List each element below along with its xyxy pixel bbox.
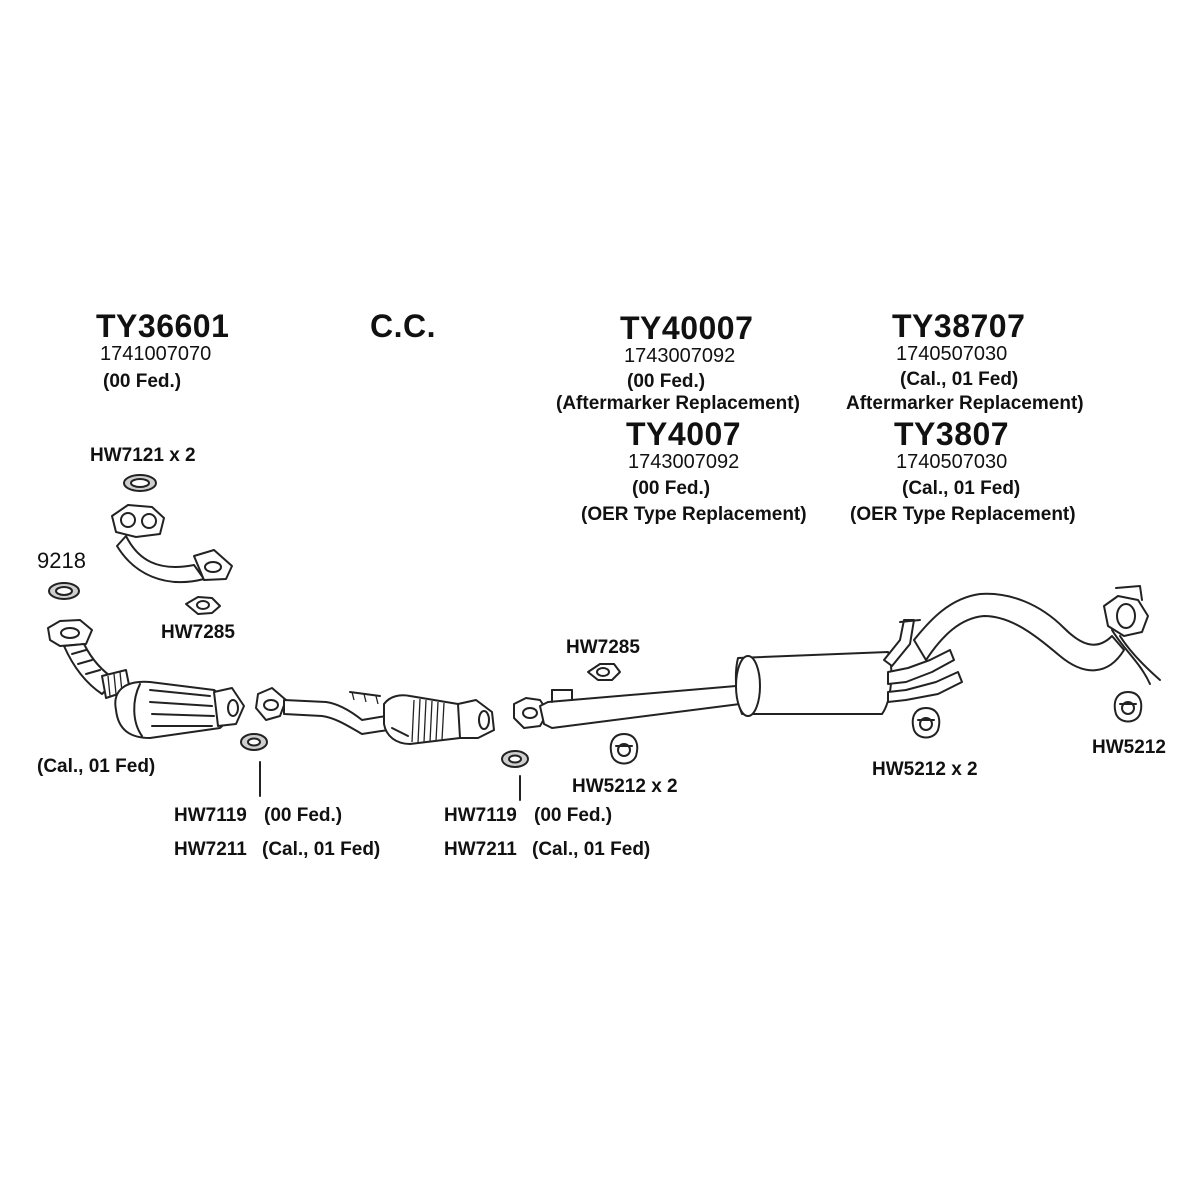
part-number-ty38707: TY38707	[892, 308, 1026, 344]
part-number-ty36601: TY36601	[96, 308, 230, 344]
label-hw7119-right-note: (00 Fed.)	[534, 805, 613, 826]
label-hw7121: HW7121 x 2	[90, 445, 196, 466]
label-hw7119-right: HW7119	[444, 805, 517, 826]
oem-number-ty38707: 1740507030	[896, 343, 1008, 365]
gasket-hw7119-left	[240, 733, 268, 797]
label-hw5212-x2-mid: HW5212 x 2	[572, 776, 678, 797]
type-ty3807: (OER Type Replacement)	[850, 504, 1076, 525]
note-ty3807: (Cal., 01 Fed)	[902, 478, 1021, 499]
label-hw7211-right-note: (Cal., 01 Fed)	[532, 839, 651, 860]
label-hw7211-left: HW7211	[174, 839, 247, 860]
oem-number-ty36601: 1741007070	[100, 343, 212, 365]
note-ty40007: (00 Fed.)	[627, 371, 706, 392]
gasket-hw7285-mid	[587, 663, 621, 681]
part-number-ty40007: TY40007	[620, 310, 754, 346]
type-ty40007: (Aftermarker Replacement)	[556, 393, 800, 414]
gasket-hw7285-left	[185, 596, 221, 615]
label-9218: 9218	[37, 548, 86, 573]
label-hw7119-left: HW7119	[174, 805, 247, 826]
label-hw5212-end: HW5212	[1092, 737, 1166, 758]
oem-number-ty4007: 1743007092	[628, 451, 740, 473]
label-cal01-left: (Cal., 01 Fed)	[37, 756, 156, 777]
hanger-hw5212-mid	[609, 733, 639, 765]
hanger-hw5212-end	[1113, 691, 1143, 723]
note-ty4007: (00 Fed.)	[632, 478, 711, 499]
gasket-9218	[48, 582, 80, 600]
note-ty38707: (Cal., 01 Fed)	[900, 369, 1019, 390]
intermediate-pipe	[513, 685, 741, 729]
label-hw7211-left-note: (Cal., 01 Fed)	[262, 839, 381, 860]
label-hw7211-right: HW7211	[444, 839, 517, 860]
label-hw7285-left: HW7285	[161, 622, 235, 643]
front-pipe-upper	[111, 504, 233, 584]
label-hw7285-mid: HW7285	[566, 637, 640, 658]
cc-label: C.C.	[370, 308, 436, 344]
catalytic-converter-center	[255, 687, 495, 745]
label-hw7119-left-note: (00 Fed.)	[264, 805, 343, 826]
note-ty36601: (00 Fed.)	[103, 371, 182, 392]
type-ty38707: Aftermarker Replacement)	[846, 393, 1084, 414]
part-number-ty3807: TY3807	[894, 416, 1010, 452]
label-hw5212-x2-right: HW5212 x 2	[872, 759, 978, 780]
oem-number-ty40007: 1743007092	[624, 345, 736, 367]
oem-number-ty3807: 1740507030	[896, 451, 1008, 473]
muffler-assembly	[734, 585, 1161, 717]
gasket-hw7119-right	[501, 750, 529, 801]
type-ty4007: (OER Type Replacement)	[581, 504, 807, 525]
hanger-hw5212-right	[911, 707, 941, 739]
catalytic-converter-front	[47, 619, 245, 739]
gasket-hw7121	[123, 474, 157, 492]
part-number-ty4007: TY4007	[626, 416, 742, 452]
